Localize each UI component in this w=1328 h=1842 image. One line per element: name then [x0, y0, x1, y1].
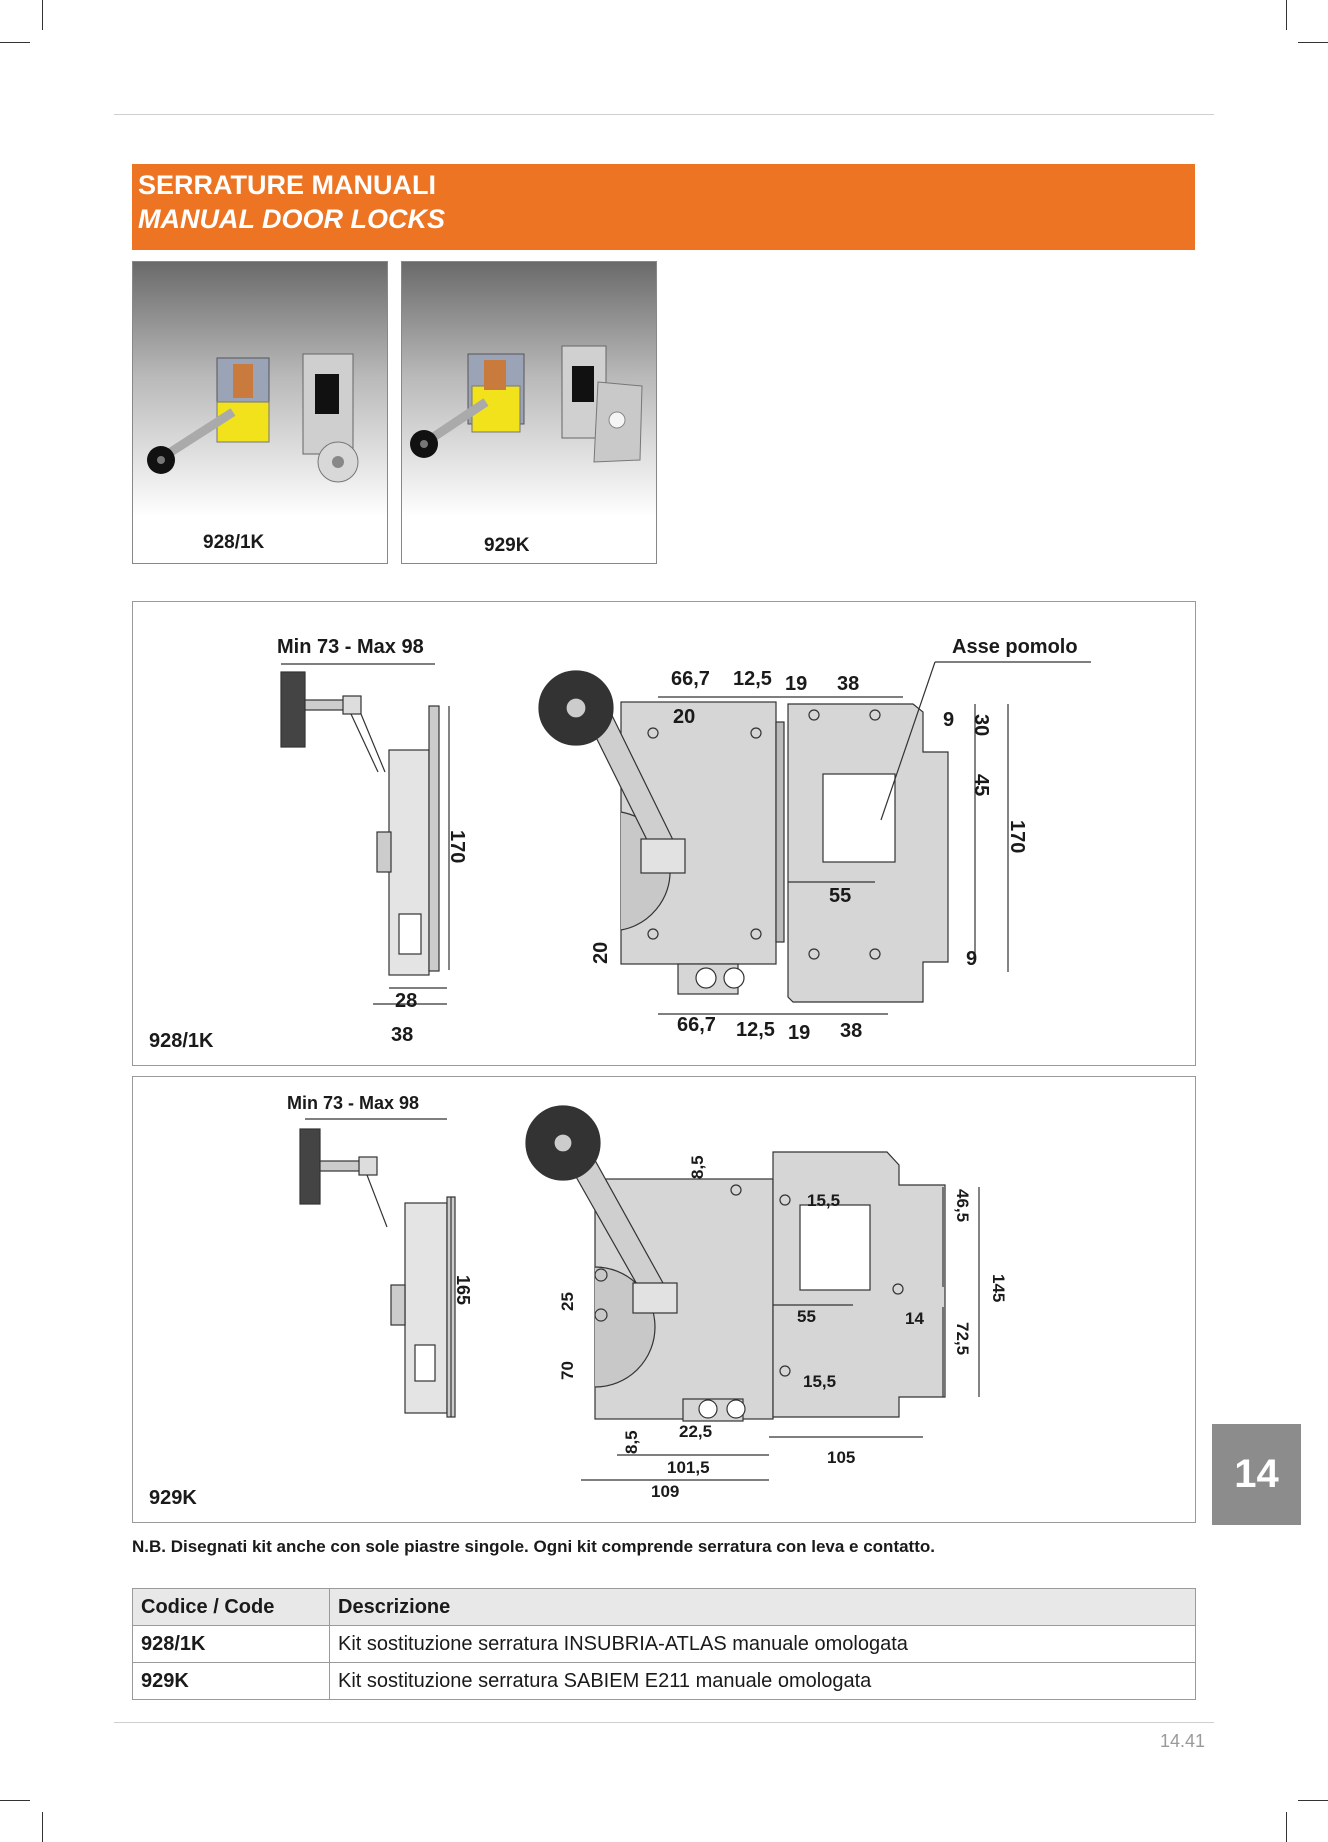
dim-text: 15,5 [807, 1191, 840, 1210]
crop-mark [42, 0, 43, 30]
crop-mark [42, 1812, 43, 1842]
dim-text: 66,7 [677, 1014, 716, 1036]
section-title-en: MANUAL DOOR LOCKS [138, 204, 445, 234]
dim-text: 46,5 [953, 1189, 972, 1222]
product-table: Codice / Code Descrizione 928/1K Kit sos… [132, 1588, 1196, 1700]
column-header-description: Descrizione [329, 1588, 1196, 1626]
dim-text: 38 [840, 1020, 862, 1042]
bottom-rule [114, 1722, 1214, 1723]
dim-text: 170 [1006, 820, 1028, 853]
table-cell-code: 928/1K [132, 1625, 330, 1663]
dim-text: 55 [797, 1307, 816, 1326]
dim-text: 72,5 [953, 1322, 972, 1355]
dim-text: 14 [905, 1309, 924, 1328]
table-row: 928/1K Kit sostituzione serratura INSUBR… [132, 1625, 1196, 1663]
dim-text: 12,5 [736, 1019, 775, 1041]
dim-text: 15,5 [803, 1372, 836, 1391]
dim-text: 8,5 [622, 1430, 641, 1454]
drawing-panel-928: Min 73 - Max 98 170 28 38 Asse pomolo 66… [132, 601, 1196, 1066]
axis-label: Asse pomolo [952, 636, 1078, 658]
dim-text: 45 [970, 774, 992, 796]
dim-text: 145 [989, 1274, 1008, 1302]
dim-text: 30 [970, 714, 992, 736]
product-photo-929: 929K [401, 261, 657, 564]
dim-text: 28 [395, 990, 417, 1012]
table-cell-description: Kit sostituzione serratura INSUBRIA-ATLA… [329, 1625, 1196, 1663]
dim-text: 9 [966, 948, 977, 970]
dim-text: 170 [446, 830, 468, 863]
dim-text: 101,5 [667, 1458, 710, 1477]
crop-mark [0, 1800, 30, 1801]
dim-text: 38 [391, 1024, 413, 1046]
dim-text: 19 [788, 1022, 810, 1044]
drawing-label: 928/1K [149, 1030, 214, 1052]
chapter-tab: 14 [1212, 1424, 1301, 1525]
technical-drawing-928: Min 73 - Max 98 170 28 38 Asse pomolo 66… [277, 636, 1091, 1046]
dim-text: 22,5 [679, 1422, 712, 1441]
crop-mark [1286, 0, 1287, 30]
section-banner: SERRATURE MANUALI MANUAL DOOR LOCKS [132, 164, 1195, 250]
dim-text: 109 [651, 1482, 679, 1501]
crop-mark [0, 42, 30, 43]
lock-illustration [147, 353, 359, 483]
table-cell-description: Kit sostituzione serratura SABIEM E211 m… [329, 1662, 1196, 1700]
note-text: N.B. Disegnati kit anche con sole piastr… [132, 1537, 935, 1556]
product-photo-928: 928/1K [132, 261, 388, 564]
crop-mark [1298, 42, 1328, 43]
table-row: 929K Kit sostituzione serratura SABIEM E… [132, 1662, 1196, 1700]
dim-text: 19 [785, 673, 807, 695]
drawing-label: 929K [149, 1487, 197, 1509]
technical-drawing-929: Min 73 - Max 98 165 8,5 15,5 46,5 145 25… [287, 1093, 1008, 1501]
dim-text: 55 [829, 885, 851, 907]
dim-text: 70 [558, 1361, 577, 1380]
dim-text: 20 [590, 942, 612, 964]
dim-text: 8,5 [688, 1155, 707, 1179]
drawing-panel-929: Min 73 - Max 98 165 8,5 15,5 46,5 145 25… [132, 1076, 1196, 1523]
dim-text: 38 [837, 673, 859, 695]
dim-text: 105 [827, 1448, 855, 1467]
dim-text: 165 [453, 1275, 473, 1305]
dim-text: Min 73 - Max 98 [277, 636, 424, 658]
lock-illustration [410, 345, 643, 463]
dim-text: 12,5 [733, 668, 772, 690]
crop-mark [1286, 1812, 1287, 1842]
table-header-row: Codice / Code Descrizione [132, 1588, 1196, 1626]
table-cell-code: 929K [132, 1662, 330, 1700]
dim-text: 25 [558, 1292, 577, 1311]
photo-caption: 929K [484, 535, 530, 556]
dim-text: 66,7 [671, 668, 710, 690]
dim-text: 20 [673, 706, 695, 728]
column-header-code: Codice / Code [132, 1588, 330, 1626]
page-number: 14.41 [1160, 1731, 1206, 1751]
dim-text: Min 73 - Max 98 [287, 1093, 419, 1113]
top-rule [114, 114, 1214, 115]
dim-text: 9 [943, 709, 954, 731]
photo-caption: 928/1K [203, 532, 265, 553]
section-title-it: SERRATURE MANUALI [138, 170, 436, 200]
crop-mark [1298, 1800, 1328, 1801]
